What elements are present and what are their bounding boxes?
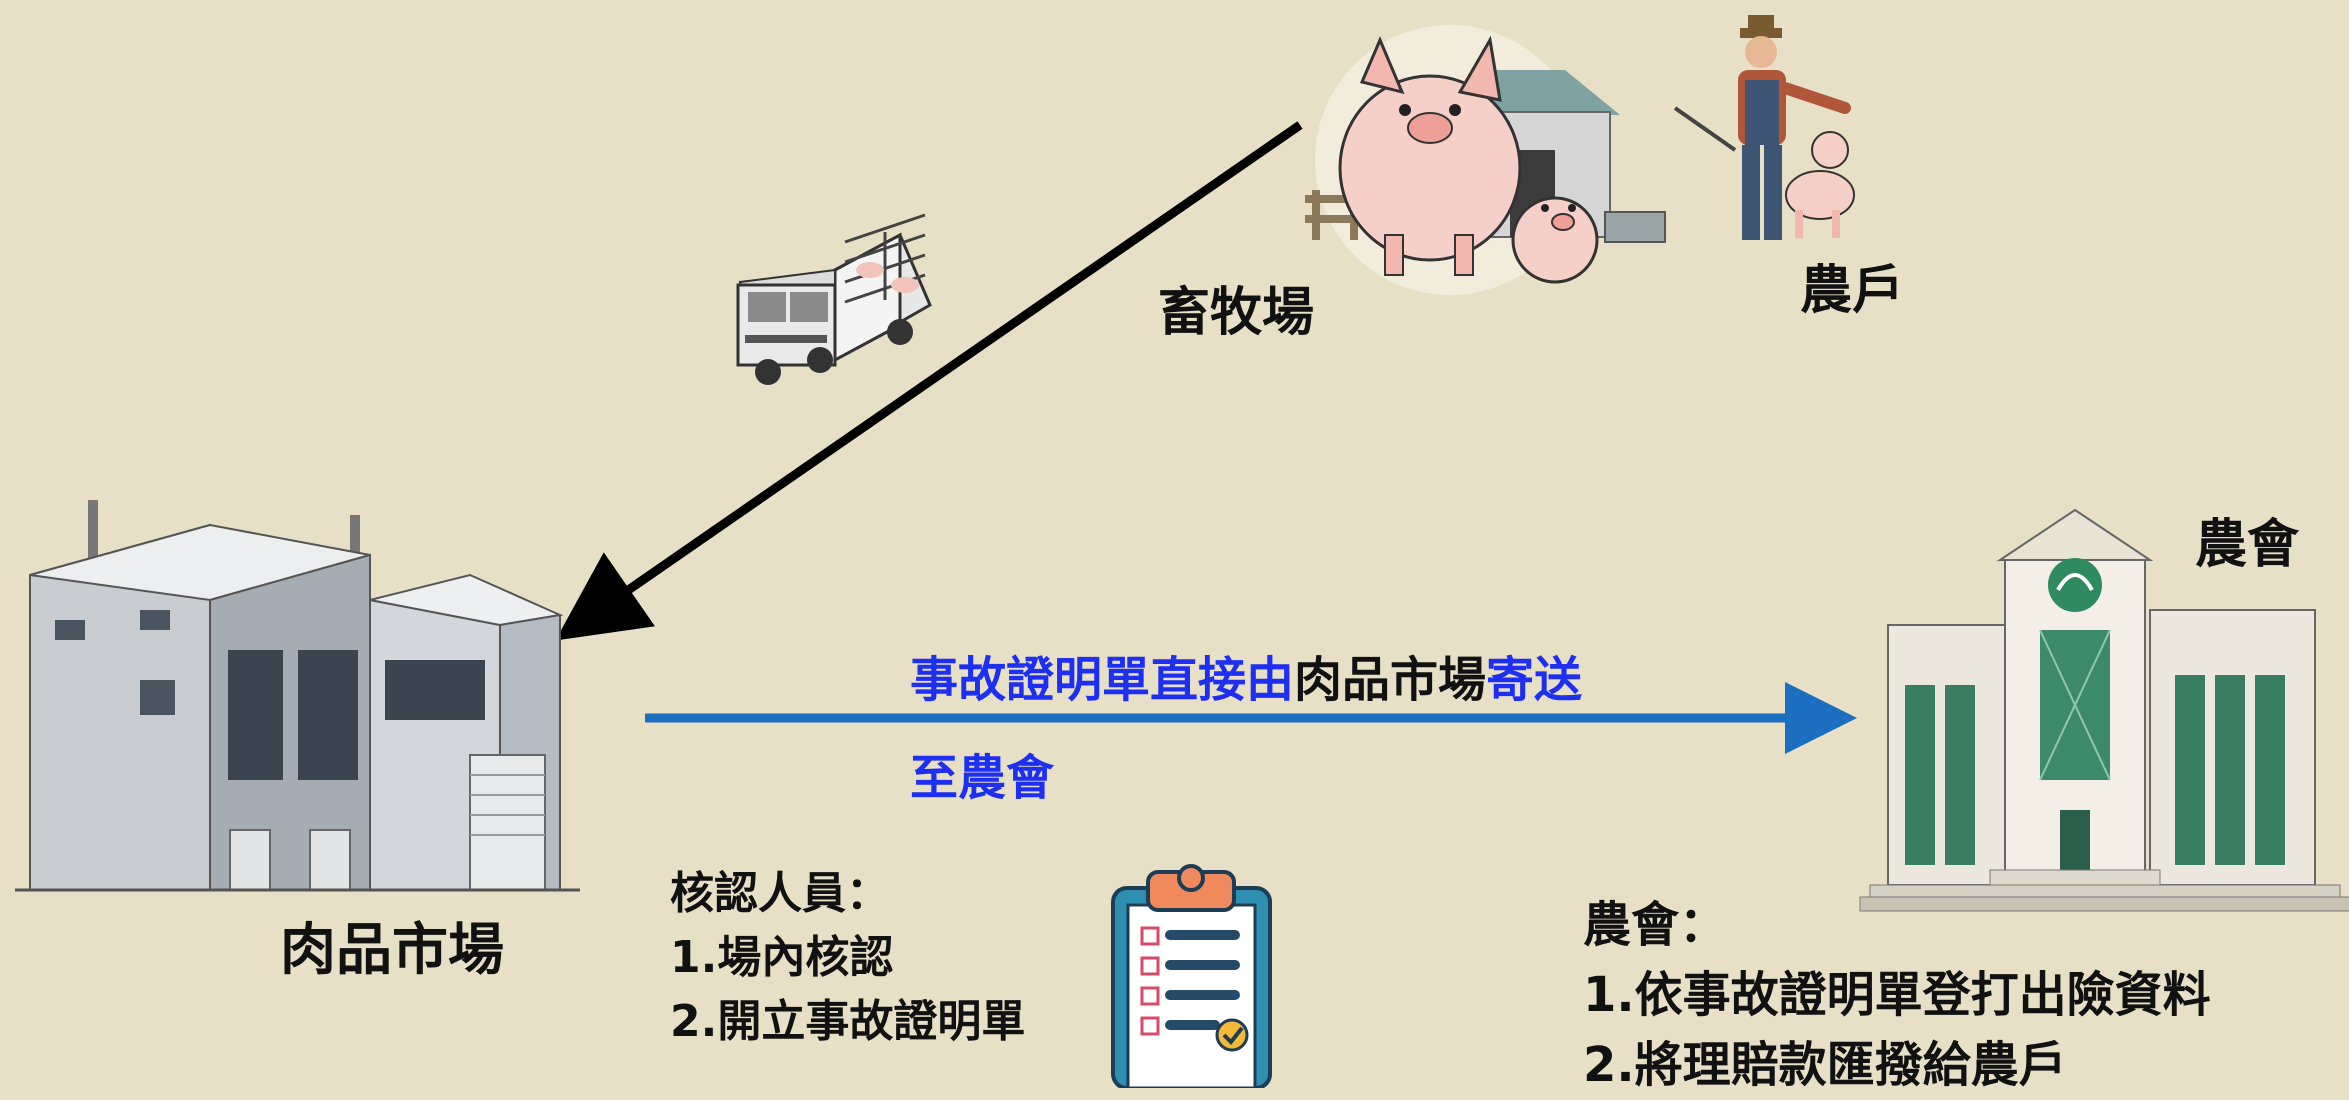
- association-note-item-2: 2.將理賠款匯撥給農戶: [1583, 1037, 2067, 1093]
- message-part-3: 寄送: [1486, 652, 1583, 708]
- meat-market-label: 肉品市場: [280, 918, 504, 983]
- pig-farm-icon: [1305, 25, 1666, 295]
- association-note: 農會： 1.依事故證明單登打出險資料 2.將理賠款匯撥給農戶: [1583, 890, 2211, 1100]
- meat-market-factory-icon: [15, 500, 580, 892]
- message-part-1: 事故證明單直接由: [910, 652, 1295, 708]
- inspector-title: 核認人員：: [670, 868, 890, 919]
- association-note-item-1: 1.依事故證明單登打出險資料: [1583, 967, 2211, 1023]
- document-flow-message: 事故證明單直接由肉品市場寄送: [910, 640, 1582, 710]
- document-flow-message-line-2: 至農會: [910, 750, 1055, 806]
- association-note-title: 農會：: [1583, 897, 1728, 953]
- farm-label: 畜牧場: [1158, 283, 1315, 343]
- farmers-association-building-icon: [1859, 508, 2349, 912]
- inspector-item-2: 2.開立事故證明單: [670, 996, 1026, 1047]
- farmer-label: 農戶: [1800, 261, 1905, 321]
- inspector-item-1: 1.場內核認: [670, 932, 894, 983]
- farmer-icon: [1673, 15, 1855, 240]
- farm-to-market-arrow: [555, 121, 1303, 641]
- farmers-association-label: 農會: [2195, 515, 2300, 575]
- checklist-clipboard-icon: [1111, 864, 1272, 1088]
- message-part-2: 肉品市場: [1294, 652, 1487, 708]
- inspector-note: 核認人員： 1.場內核認 2.開立事故證明單: [670, 862, 1025, 1054]
- livestock-truck-icon: [736, 213, 932, 385]
